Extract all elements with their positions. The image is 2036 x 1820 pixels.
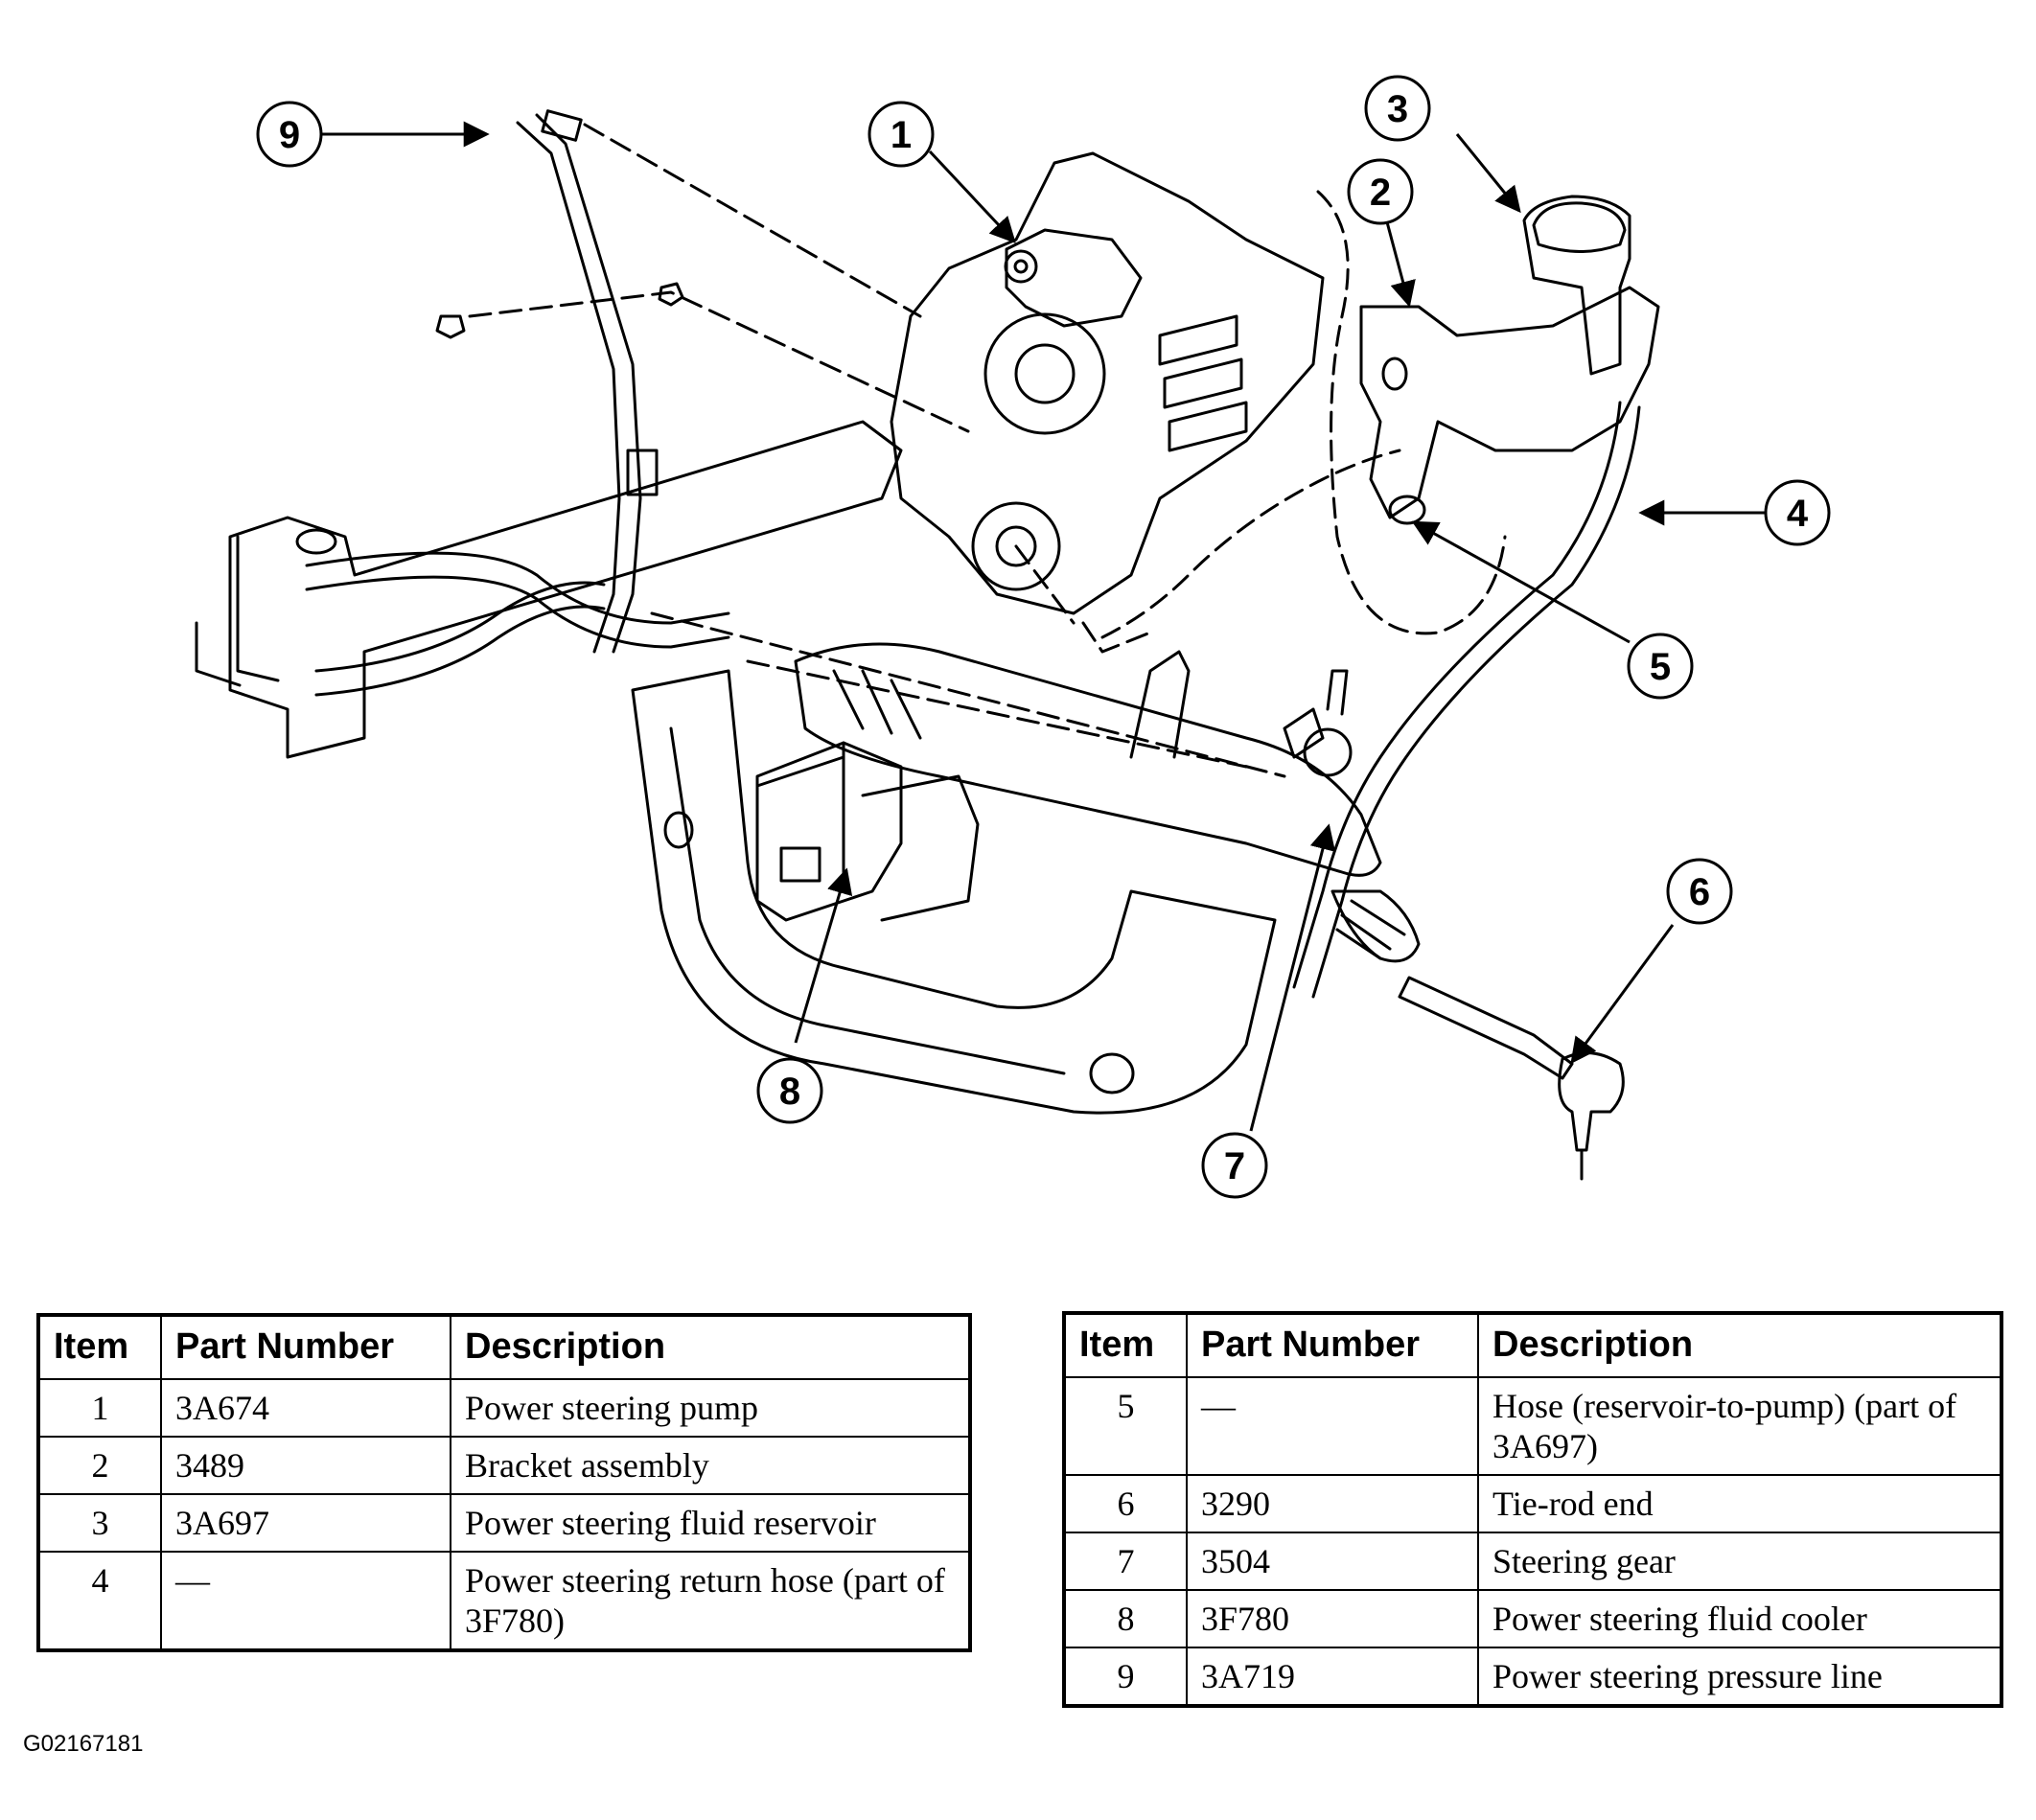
- table-row: 8 3F780 Power steering fluid cooler: [1063, 1589, 2002, 1648]
- part-number-cell: —: [160, 1551, 451, 1651]
- callout-9: [256, 101, 323, 168]
- parts-table-right: Item Part Number Description 5 — Hose (r…: [1062, 1311, 2003, 1708]
- item-cell: 6: [1063, 1474, 1188, 1533]
- item-cell: 4: [37, 1551, 162, 1651]
- fluid-reservoir: [1522, 195, 1631, 376]
- item-cell: 5: [1063, 1376, 1188, 1476]
- table-row: 5 — Hose (reservoir-to-pump) (part of 3A…: [1063, 1376, 2002, 1476]
- part-number-cell: 3290: [1186, 1474, 1479, 1533]
- item-cell: 9: [1063, 1647, 1188, 1707]
- pressure-line: [535, 113, 642, 654]
- callouts: [256, 75, 1831, 1199]
- part-number-cell: 3A697: [160, 1493, 451, 1553]
- item-cell: 8: [1063, 1589, 1188, 1648]
- engine-front-cover: [890, 151, 1325, 615]
- callout-6: [1666, 858, 1733, 925]
- callout-label-3: 3: [1387, 88, 1408, 130]
- table-header-row: Item Part Number Description: [37, 1314, 971, 1380]
- callout-4: [1764, 479, 1831, 546]
- parts-table-left: Item Part Number Description 1 3A674 Pow…: [36, 1313, 972, 1652]
- callout-label-4: 4: [1787, 493, 1809, 535]
- fluid-cooler: [755, 741, 903, 922]
- header-item: Item: [37, 1314, 162, 1380]
- description-cell: Bracket assembly: [450, 1436, 971, 1495]
- header-item: Item: [1063, 1312, 1188, 1378]
- callout-label-2: 2: [1370, 172, 1391, 214]
- description-cell: Steering gear: [1477, 1532, 2002, 1591]
- table-row: 7 3504 Steering gear: [1063, 1532, 2002, 1591]
- description-cell: Power steering return hose (part of 3F78…: [450, 1551, 971, 1651]
- table-header-row: Item Part Number Description: [1063, 1312, 2002, 1378]
- steering-system-diagram: 1 2 3 4 5 6 7 8 9: [195, 75, 1831, 1199]
- return-hose: [1292, 401, 1622, 989]
- description-cell: Power steering fluid cooler: [1477, 1589, 2002, 1648]
- callout-2: [1347, 158, 1414, 225]
- item-cell: 7: [1063, 1532, 1188, 1591]
- callout-label-5: 5: [1650, 646, 1671, 688]
- part-number-cell: 3F780: [1186, 1589, 1479, 1648]
- frame-rail: [228, 420, 903, 759]
- steering-gear: [794, 642, 1382, 877]
- description-cell: Power steering fluid reservoir: [450, 1493, 971, 1553]
- callout-label-7: 7: [1224, 1145, 1245, 1187]
- callout-7: [1201, 1132, 1268, 1199]
- callout-1: [868, 101, 935, 168]
- description-cell: Tie-rod end: [1477, 1474, 2002, 1533]
- callout-label-8: 8: [779, 1071, 800, 1113]
- callout-label-9: 9: [279, 114, 300, 156]
- table-row: 6 3290 Tie-rod end: [1063, 1474, 2002, 1533]
- callout-5: [1627, 633, 1694, 700]
- callout-8: [756, 1057, 823, 1124]
- callout-label-6: 6: [1689, 871, 1710, 913]
- bracket-assembly: [1359, 286, 1660, 519]
- callout-label-1: 1: [891, 114, 912, 156]
- table-row: 9 3A719 Power steering pressure line: [1063, 1647, 2002, 1707]
- description-cell: Power steering pressure line: [1477, 1647, 2002, 1707]
- header-part-number: Part Number: [160, 1314, 451, 1380]
- table-row: 3 3A697 Power steering fluid reservoir: [37, 1493, 971, 1553]
- item-cell: 3: [37, 1493, 162, 1553]
- table-row: 1 3A674 Power steering pump: [37, 1378, 971, 1438]
- callout-3: [1364, 75, 1431, 142]
- crossmember: [631, 669, 1277, 1115]
- cooler-lines: [305, 551, 730, 625]
- item-cell: 2: [37, 1436, 162, 1495]
- part-number-cell: —: [1186, 1376, 1479, 1476]
- item-cell: 1: [37, 1378, 162, 1438]
- table-row: 4 — Power steering return hose (part of …: [37, 1551, 971, 1651]
- figure-id: G02167181: [23, 1731, 144, 1757]
- part-number-cell: 3489: [160, 1436, 451, 1495]
- header-description: Description: [450, 1314, 971, 1380]
- power-steering-pump: [1005, 228, 1143, 328]
- reservoir-cap: [1532, 201, 1627, 253]
- description-cell: Power steering pump: [450, 1378, 971, 1438]
- part-number-cell: 3A674: [160, 1378, 451, 1438]
- table-row: 2 3489 Bracket assembly: [37, 1436, 971, 1495]
- tie-rod: [1398, 976, 1574, 1080]
- part-number-cell: 3A719: [1186, 1647, 1479, 1707]
- header-description: Description: [1477, 1312, 2002, 1378]
- description-cell: Hose (reservoir-to-pump) (part of 3A697): [1477, 1376, 2002, 1476]
- header-part-number: Part Number: [1186, 1312, 1479, 1378]
- part-number-cell: 3504: [1186, 1532, 1479, 1591]
